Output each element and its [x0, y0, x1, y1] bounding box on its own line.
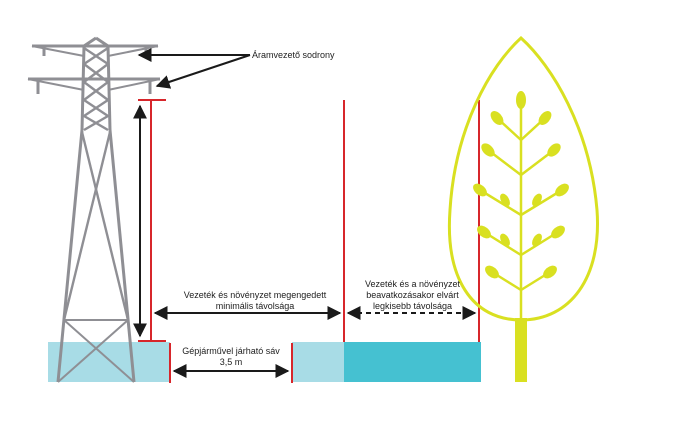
lane-label-line2: 3,5 m: [219, 357, 243, 367]
lane-label-line1: Gépjárművel járható sáv: [182, 346, 280, 356]
conductor-label: Áramvezető sodrony: [252, 50, 335, 60]
intervention-label-line1: Vezeték és a növényzet: [364, 279, 461, 289]
ground-band-right: [344, 342, 481, 382]
tree-trunk: [515, 318, 527, 382]
min-distance-label-line1: Vezeték és növényzet megengedett: [183, 290, 327, 300]
ground-band-middle: [292, 342, 344, 382]
min-distance-label: Vezeték és növényzet megengedett minimál…: [170, 290, 340, 312]
transmission-tower: [27, 36, 161, 383]
red-boundary-lines: [138, 99, 480, 383]
tree-crown: [447, 35, 600, 322]
conductor-pointer-bottom: [155, 54, 251, 89]
ground-band-left: [48, 342, 170, 382]
intervention-label: Vezeték és a növényzet beavatkozásakor e…: [350, 279, 475, 312]
tree: [447, 35, 600, 382]
intervention-label-line3: legkisebb távolsága: [372, 301, 453, 311]
intervention-label-line2: beavatkozásakor elvárt: [366, 290, 459, 300]
min-distance-label-line2: minimális távolsága: [215, 301, 295, 311]
dimension-arrows: [133, 48, 477, 378]
lane-label: Gépjárművel járható sáv 3,5 m: [172, 346, 290, 368]
